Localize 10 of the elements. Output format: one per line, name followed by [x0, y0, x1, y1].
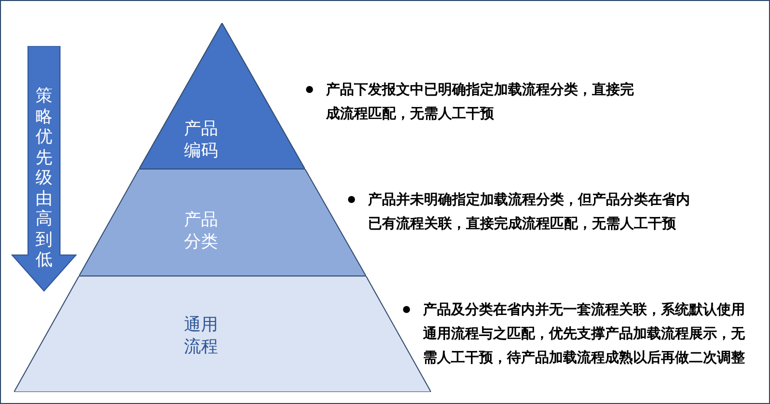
description-text: 产品并未明确指定加载流程分类，但产品分类在省内已有流程关联，直接完成流程匹配，无需人工干预 — [368, 190, 691, 234]
pyramid-tier — [79, 169, 366, 276]
arrow-label: 策略优先级由高到低 — [35, 86, 53, 270]
description-text: 产品下发报文中已明确指定加载流程分类，直接完成流程匹配，无需人工干预 — [326, 80, 635, 124]
pyramid-tier — [139, 23, 305, 169]
tier-label: 通用流程 — [183, 314, 219, 358]
down-arrow — [11, 46, 77, 292]
tier-label: 产品编码 — [183, 118, 219, 162]
tier-label: 产品分类 — [183, 209, 219, 253]
description-text: 产品及分类在省内并无一套流程关联，系统默认使用通用流程与之匹配，优先支撑产品加载流程展示，无需人工干预，待产品加载流程成熟以后再做二次调整 — [423, 300, 746, 368]
